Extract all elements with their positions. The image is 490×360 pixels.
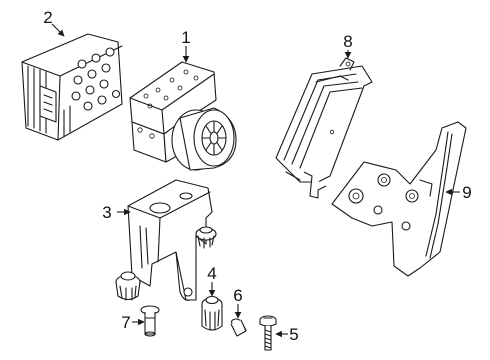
isolator-bushing-left xyxy=(115,271,141,301)
callout-3: 3 xyxy=(102,203,111,222)
isolator-bushing-right xyxy=(195,226,217,249)
module-bracket-part xyxy=(331,121,467,277)
callout-labels: 1 2 3 4 5 6 7 8 9 xyxy=(43,8,471,344)
abs-modulator-part xyxy=(129,61,237,171)
leader-lines xyxy=(51,23,460,338)
callout-4: 4 xyxy=(207,264,216,283)
leader-2 xyxy=(51,23,65,37)
callout-2: 2 xyxy=(43,8,52,27)
callout-9: 9 xyxy=(462,183,471,202)
screw-part xyxy=(140,305,160,337)
abs-control-unit-part xyxy=(21,33,123,141)
grommet-part xyxy=(201,295,223,331)
sleeve-part xyxy=(230,318,247,337)
callout-1: 1 xyxy=(181,28,190,47)
callout-5: 5 xyxy=(289,325,298,344)
control-module-part xyxy=(275,57,373,199)
callout-8: 8 xyxy=(343,32,352,51)
callout-7: 7 xyxy=(121,313,130,332)
bolt-part xyxy=(259,315,277,351)
mounting-bracket-part xyxy=(115,179,217,301)
callout-6: 6 xyxy=(233,286,242,305)
